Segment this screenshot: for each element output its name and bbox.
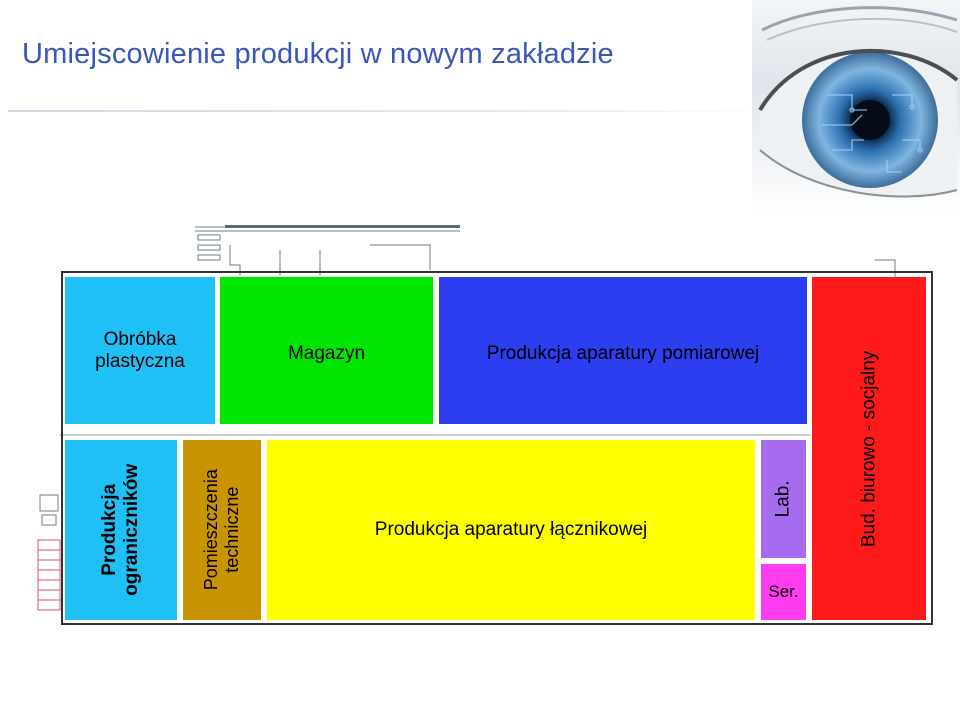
zone-magazyn-label: Magazyn [288, 343, 365, 365]
zone-produkcja-ogranicznikow: Produkcja ograniczników [65, 440, 177, 620]
zone-biurowo-label: Bud. biurowo - socjalny [858, 350, 880, 546]
zone-aparatura-pomiarowa: Produkcja aparatury pomiarowej [439, 277, 807, 424]
zone-aparatura-lacznikowa: Produkcja aparatury łącznikowej [267, 440, 755, 620]
zone-obrobka-line1: Obróbka [95, 329, 185, 351]
zone-pomieszczenia-techniczne: Pomieszczenia techniczne [183, 440, 261, 620]
zone-magazyn: Magazyn [220, 277, 433, 424]
zone-ograniczniki-line2: ograniczników [121, 464, 143, 596]
zone-lab: Lab. [761, 440, 806, 558]
zone-bud-biurowo-socjalny: Bud. biurowo - socjalny [812, 277, 926, 620]
zone-obrobka-plastyczna: Obróbka plastyczna [65, 277, 215, 424]
zone-ser-label: Ser. [768, 582, 798, 602]
zone-ser: Ser. [761, 564, 806, 620]
zone-techniczne-line2: techniczne [222, 469, 243, 590]
zone-obrobka-line2: plastyczna [95, 351, 185, 373]
eye-image [752, 0, 960, 215]
zone-pomiarowa-label: Produkcja aparatury pomiarowej [487, 343, 759, 365]
slide-title: Umiejscowienie produkcji w nowym zakładz… [22, 38, 614, 71]
zone-techniczne-line1: Pomieszczenia [201, 469, 222, 590]
title-divider [8, 110, 768, 112]
zone-ograniczniki-line1: Produkcja [99, 464, 121, 596]
zone-lacznikowa-label: Produkcja aparatury łącznikowej [375, 519, 647, 541]
zone-lab-label: Lab. [773, 481, 795, 518]
